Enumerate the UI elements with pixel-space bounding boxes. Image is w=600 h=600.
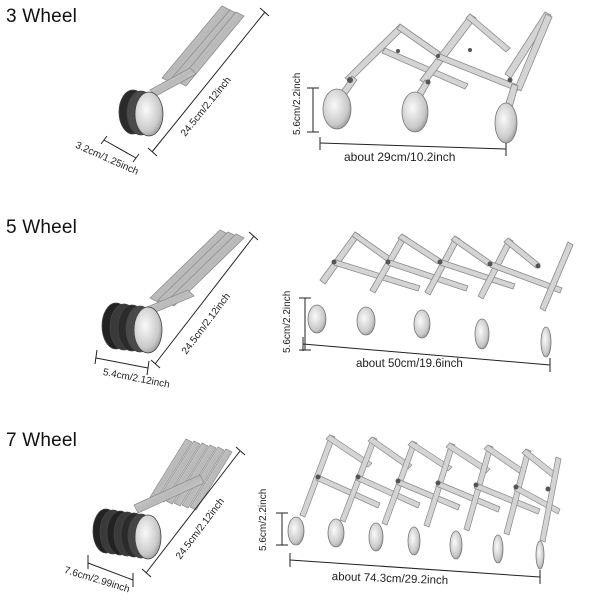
expanded-width-label: about 29cm/10.2inch bbox=[344, 150, 456, 164]
section-title: 3 Wheel bbox=[6, 6, 78, 27]
section-3-wheel: 3 Wheel 24.5cm/2 bbox=[0, 0, 600, 200]
section-title: 7 Wheel bbox=[6, 430, 78, 451]
wheel-height-label: 5.6cm/2.2inch bbox=[292, 72, 303, 135]
expanded-cutter-image-5 bbox=[299, 231, 574, 372]
folded-cutter-image-3 bbox=[100, 5, 270, 163]
section-5-wheel: 5 Wheel 24.5cm/2.12inch 5.4cm/2.12inch bbox=[0, 200, 600, 405]
folded-cutter-image-7 bbox=[87, 438, 246, 587]
expanded-cutter-image-3 bbox=[307, 11, 553, 156]
expanded-cutter-image-7 bbox=[276, 434, 562, 584]
folded-cutter-image-5 bbox=[94, 229, 259, 376]
expanded-width-label: about 50cm/19.6inch bbox=[356, 358, 463, 370]
wheel-height-label: 5.6cm/2.2inch bbox=[282, 290, 293, 353]
wheel-height-label: 5.6cm/2.2inch bbox=[258, 488, 269, 551]
section-title: 5 Wheel bbox=[6, 217, 78, 238]
section-7-wheel: 7 Wheel 24.5cm/2.12inch 7.6cm/2.99inch bbox=[0, 405, 600, 600]
